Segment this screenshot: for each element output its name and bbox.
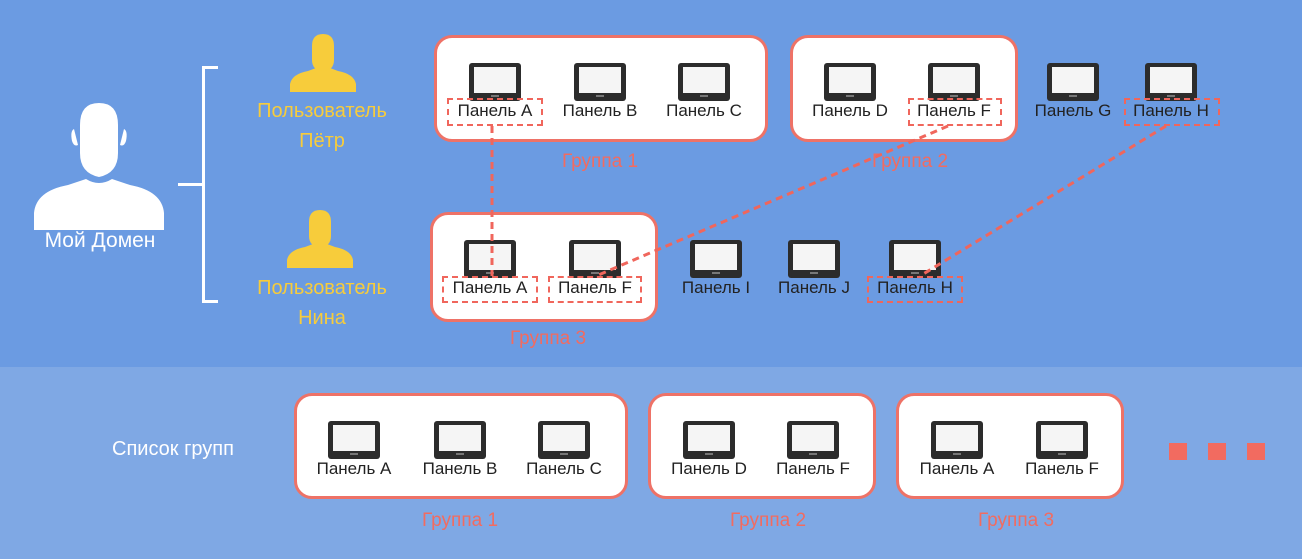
panel-item[interactable]: Панель I xyxy=(664,240,768,302)
shared-panel-highlight xyxy=(548,276,642,303)
link-panel-f xyxy=(595,124,949,278)
bracket-top xyxy=(202,66,218,69)
shared-panel-highlight xyxy=(867,276,963,303)
monitor-icon xyxy=(787,421,839,459)
panel-label: Панель J xyxy=(778,278,850,297)
user-silhouette-icon xyxy=(34,103,164,230)
panel-item[interactable]: Панель C xyxy=(512,421,616,483)
panel-item[interactable]: Панель H xyxy=(1119,63,1223,125)
panel-item[interactable]: Панель A xyxy=(443,63,547,125)
monitor-icon xyxy=(889,240,941,278)
panel-label: Панель F xyxy=(1025,459,1099,478)
panel-label: Панель A xyxy=(919,459,995,478)
panel-label: Панель C xyxy=(526,459,602,478)
panel-label: Панель F xyxy=(917,101,991,120)
monitor-icon xyxy=(1047,63,1099,101)
panel-item[interactable]: Панель F xyxy=(902,63,1006,125)
panel-item[interactable]: Панель F xyxy=(1010,421,1114,483)
bracket-connector xyxy=(178,183,204,186)
monitor-icon xyxy=(569,240,621,278)
link-panel-h xyxy=(919,124,1167,278)
user-first-name: Пётр xyxy=(299,130,345,152)
panel-item[interactable]: Панель B xyxy=(548,63,652,125)
panel-label: Панель F xyxy=(776,459,850,478)
panel-item[interactable]: Панель D xyxy=(798,63,902,125)
group-label: Группа 1 xyxy=(421,510,499,531)
user-role-label: Пользователь xyxy=(257,277,387,299)
panel-label: Панель H xyxy=(877,278,953,297)
panel-item[interactable]: Панель J xyxy=(762,240,866,302)
user-icon xyxy=(290,34,356,92)
monitor-icon xyxy=(1145,63,1197,101)
panel-label: Панель D xyxy=(812,101,888,120)
panel-item[interactable]: Панель A xyxy=(905,421,1009,483)
monitor-icon xyxy=(690,240,742,278)
user-role-label: Пользователь xyxy=(257,100,387,122)
group-label: Группа 2 xyxy=(871,151,949,172)
monitor-icon xyxy=(683,421,735,459)
panel-item[interactable]: Панель D xyxy=(657,421,761,483)
panel-item[interactable]: Панель G xyxy=(1021,63,1125,125)
panel-label: Панель C xyxy=(666,101,742,120)
monitor-icon xyxy=(434,421,486,459)
user-first-name: Нина xyxy=(298,307,346,329)
user-icon xyxy=(287,210,353,268)
panel-label: Панель A xyxy=(316,459,392,478)
monitor-icon xyxy=(538,421,590,459)
bracket-bottom xyxy=(202,300,218,303)
group-list-label: Список групп xyxy=(112,438,234,460)
shared-panel-highlight xyxy=(447,98,543,126)
user-name-nina: Пользователь Нина xyxy=(232,273,412,333)
panel-label: Панель F xyxy=(558,278,632,297)
panel-item[interactable]: Панель A xyxy=(302,421,406,483)
shared-panel-highlight xyxy=(1124,98,1220,126)
shared-panel-highlight xyxy=(908,98,1002,126)
group-label: Группа 2 xyxy=(729,510,807,531)
panel-item[interactable]: Панель F xyxy=(761,421,865,483)
group-label: Группа 3 xyxy=(977,510,1055,531)
panel-item[interactable]: Панель C xyxy=(652,63,756,125)
monitor-icon xyxy=(574,63,626,101)
panel-label: Панель A xyxy=(457,101,533,120)
monitor-icon xyxy=(928,63,980,101)
monitor-icon xyxy=(1036,421,1088,459)
monitor-icon xyxy=(328,421,380,459)
panel-item[interactable]: Панель A xyxy=(438,240,542,302)
panel-item[interactable]: Панель F xyxy=(543,240,647,302)
more-indicator-dot xyxy=(1247,443,1265,460)
panel-label: Панель A xyxy=(452,278,528,297)
panel-label: Панель G xyxy=(1034,101,1112,120)
monitor-icon xyxy=(464,240,516,278)
group-label: Группа 3 xyxy=(509,328,587,349)
panel-label: Панель B xyxy=(422,459,498,478)
group-label: Группа 1 xyxy=(561,151,639,172)
panel-label: Панель H xyxy=(1133,101,1209,120)
monitor-icon xyxy=(931,421,983,459)
shared-panel-highlight xyxy=(442,276,538,303)
panel-item[interactable]: Панель B xyxy=(408,421,512,483)
monitor-icon xyxy=(824,63,876,101)
user-name-petr: Пользователь Пётр xyxy=(232,96,412,156)
monitor-icon xyxy=(788,240,840,278)
more-indicator-dot xyxy=(1169,443,1187,460)
panel-label: Панель D xyxy=(671,459,747,478)
domain-label: Мой Домен xyxy=(44,229,156,252)
panel-label: Панель B xyxy=(562,101,638,120)
monitor-icon xyxy=(678,63,730,101)
panel-label: Панель I xyxy=(681,278,751,297)
panel-item[interactable]: Панель H xyxy=(863,240,967,302)
more-indicator-dot xyxy=(1208,443,1226,460)
monitor-icon xyxy=(469,63,521,101)
